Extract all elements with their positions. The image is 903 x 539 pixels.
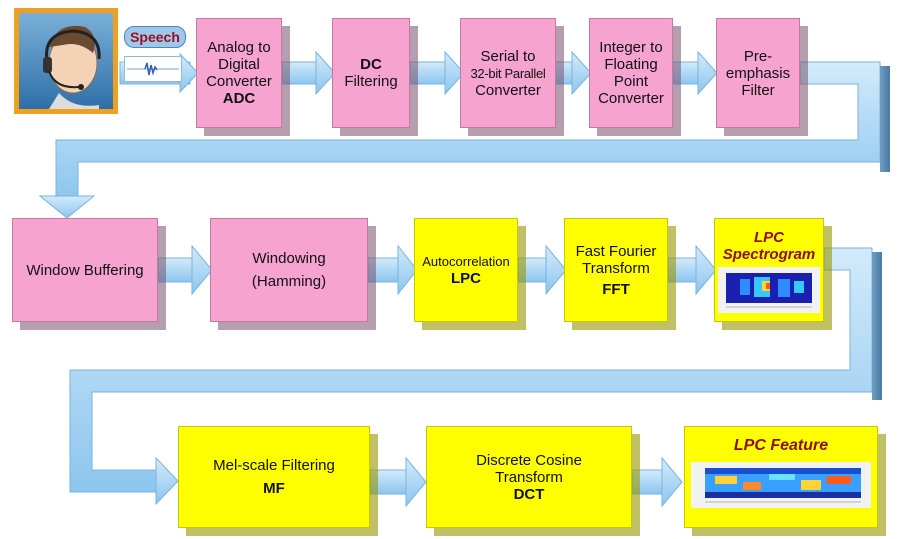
stage-ham-line-1: Windowing [252,250,326,267]
speech-badge-label: Speech [130,29,180,45]
arrow-mel-to-dct [369,456,427,508]
stage-spec-title-2: Spectrogram [722,246,816,263]
feature-map-thumbnail [691,462,871,508]
stage-dc-line-2: Filtering [344,73,398,90]
stage-windowing-hamming: Windowing (Hamming) [210,218,368,322]
stage-fft-line-1: Fast Fourier [575,242,657,260]
stage-adc-line-3: Converter [206,73,272,90]
stage-autocorrelation: Autocorrelation LPC [414,218,518,322]
arrow-hamming-to-autocorr [367,244,418,296]
speaker-portrait [19,13,113,109]
spectrogram-thumbnail [718,267,820,313]
arrow-fft-to-spectrogram [667,244,717,296]
stage-dc-filtering: DC Filtering [332,18,410,128]
stage-lpc-feature: LPC Feature [684,426,878,528]
stage-int-to-float: Integer to Floating Point Converter [589,18,673,128]
stage-adc-abbr: ADC [222,90,256,107]
stage-adc-line-1: Analog to [207,39,271,56]
arrow-s2p-to-i2f [554,50,592,96]
stage-i2f-line-1: Integer to [599,39,663,56]
arrow-window-to-hamming [157,244,213,296]
arrow-i2f-to-pre [672,50,718,96]
stage-serial-to-parallel: Serial to 32-bit Parallel Converter [460,18,556,128]
waveform-icon [127,62,179,76]
arrow-spectrogram-to-mel [69,247,882,506]
arrow-adc-to-dc [281,50,336,96]
stage-dct-line-2: Transform [495,468,563,486]
stage-pre-line-2: emphasis [725,64,791,82]
stage-feat-title: LPC Feature [733,437,829,454]
stage-mf-abbr: MF [263,480,285,497]
stage-mel-filtering: Mel-scale Filtering MF [178,426,370,528]
stage-ham-line-2: (Hamming) [251,273,327,290]
speech-badge: Speech [124,26,186,48]
stage-adc: Analog to Digital Converter ADC [196,18,282,128]
stage-window-buffering: Window Buffering [12,218,158,322]
arrow-autocorr-to-fft [517,244,567,296]
arrow-dc-to-s2p [409,50,465,96]
stage-i2f-line-2: Floating [604,56,658,73]
arrow-dct-to-feature [631,456,683,508]
stage-mf-line-1: Mel-scale Filtering [213,457,335,474]
stage-auto-line-1: Autocorrelation [422,254,510,269]
stage-fft-abbr: FFT [602,280,630,298]
stage-dct: Discrete Cosine Transform DCT [426,426,632,528]
stage-i2f-line-4: Converter [598,90,664,107]
arrow-pre-to-window [38,61,890,219]
stage-fft-line-2: Transform [582,259,650,277]
stage-pre-line-1: Pre- [743,47,773,65]
speaker-image-frame [14,8,118,114]
stage-dc-line-1: DC [360,56,382,73]
stage-pre-line-3: Filter [741,81,775,99]
waveform-thumbnail [124,56,182,82]
stage-s2p-line-1: Serial to [480,47,536,65]
stage-auto-abbr: LPC [451,270,481,287]
headset-speaker-icon [43,25,101,109]
stage-pre-emphasis: Pre- emphasis Filter [716,18,800,128]
stage-fft: Fast Fourier Transform FFT [564,218,668,322]
stage-adc-line-2: Digital [218,56,260,73]
stage-i2f-line-3: Point [613,73,649,90]
stage-dct-line-1: Discrete Cosine [476,451,582,469]
stage-lpc-spectrogram: LPC Spectrogram [714,218,824,322]
stage-s2p-line-3: Converter [475,81,541,99]
stage-s2p-line-2: 32-bit Parallel [470,65,546,81]
stage-win-line-1: Window Buffering [26,261,144,279]
stage-dct-abbr: DCT [513,485,545,503]
stage-spec-title-1: LPC [754,229,784,246]
